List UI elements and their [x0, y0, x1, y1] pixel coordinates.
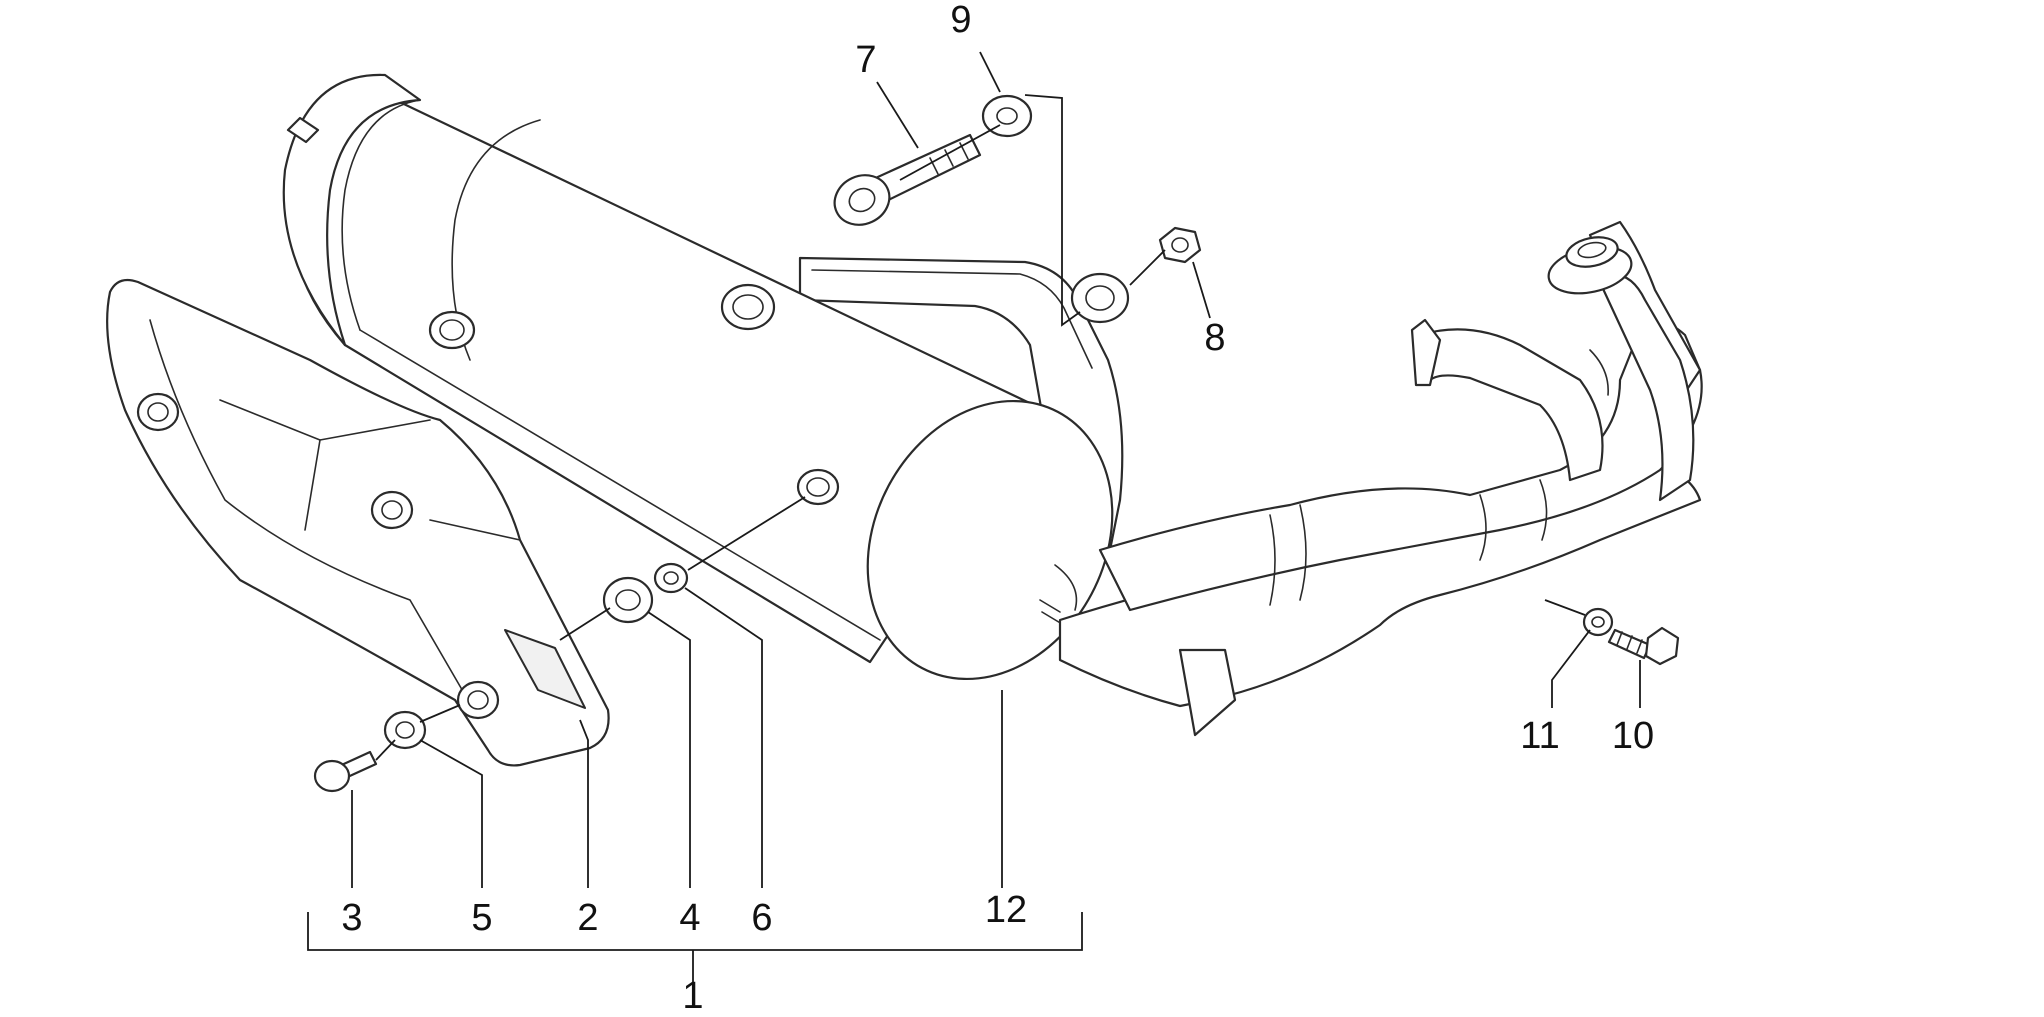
- callout-9: 9: [950, 0, 971, 41]
- heat-shield-vent: [504, 629, 586, 709]
- hardware: [313, 94, 1680, 793]
- leader-lines: [307, 51, 1641, 988]
- callout-5: 5: [471, 897, 492, 939]
- callout-2: 2: [577, 897, 598, 939]
- pipe-bolt: [1607, 626, 1680, 666]
- flange-nut: [1158, 226, 1202, 264]
- heat-shield: [106, 278, 610, 767]
- pipe-washer: [1582, 607, 1614, 637]
- muffler-boss-front: [796, 468, 840, 506]
- small-washer: [653, 562, 689, 594]
- header-inlet-bend-right: [1596, 273, 1695, 502]
- shield-washer: [383, 710, 427, 750]
- muffler-front-cap: [866, 399, 1114, 681]
- long-bolt: [833, 133, 982, 226]
- muffler-boss-left: [428, 310, 476, 350]
- callout-8: 8: [1204, 317, 1225, 359]
- bracket-bushing: [1070, 272, 1130, 324]
- header-pipe-upper-run: [1098, 321, 1703, 612]
- header-mount-tab: [1178, 648, 1237, 737]
- heat-shield-plate: [106, 278, 610, 767]
- shield-hole-top: [136, 392, 180, 432]
- shield-hole-mid: [370, 490, 414, 530]
- callout-11: 11: [1520, 715, 1559, 757]
- callout-7: 7: [855, 39, 876, 81]
- header-pipe-left-tube: [1418, 328, 1604, 482]
- header-pipe-stub: [1410, 318, 1442, 387]
- callout-3: 3: [341, 897, 362, 939]
- shield-hole-low: [456, 680, 500, 720]
- muffler: [282, 73, 1130, 681]
- header-pipe: [1058, 220, 1703, 737]
- muffler-rear-stub: [286, 116, 320, 144]
- callout-12: 12: [985, 889, 1027, 931]
- rubber-grommet: [602, 576, 654, 624]
- callout-labels: 1 2 3 4 5 6 7 8 9 10 11 12: [341, 0, 1654, 1017]
- muffler-boss-center: [720, 283, 776, 331]
- callout-10: 10: [1612, 715, 1654, 757]
- callout-6: 6: [751, 897, 772, 939]
- callout-1: 1: [682, 975, 703, 1017]
- washer-upper: [981, 94, 1033, 138]
- callout-4: 4: [679, 897, 700, 939]
- shield-screw: [313, 750, 378, 793]
